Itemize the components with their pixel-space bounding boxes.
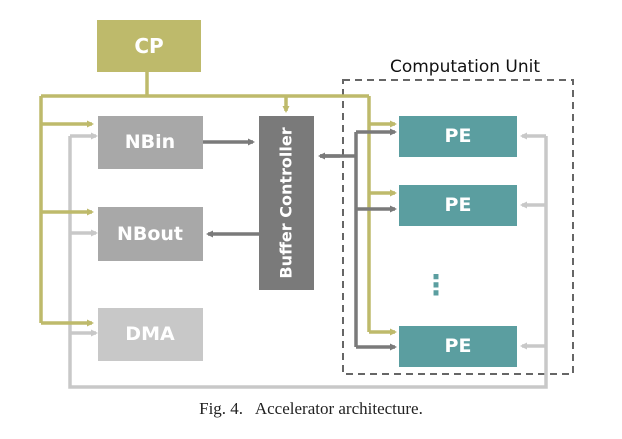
data-paths [203, 128, 397, 351]
pe-1-label: PE [445, 125, 472, 147]
pe-2-label: PE [445, 194, 472, 216]
buffer-controller-block [259, 116, 314, 290]
computation-unit-label: Computation Unit [390, 57, 540, 77]
buffer-controller-label: Buffer Controller [277, 127, 296, 278]
pe-block-1 [399, 116, 517, 157]
pe-block-2 [399, 185, 517, 226]
figure-caption: Fig. 4. Accelerator architecture. [199, 399, 423, 418]
pe-ellipsis: ⋮ [422, 269, 450, 302]
dma-paths [68, 132, 548, 389]
nbout-block [98, 207, 203, 261]
nbout-label: NBout [117, 223, 183, 245]
pe-n-label: PE [445, 335, 472, 357]
cp-label: CP [134, 34, 163, 58]
computation-unit-boundary [342, 79, 574, 375]
dma-label: DMA [125, 323, 175, 345]
cp-block [97, 20, 201, 72]
control-paths [39, 72, 397, 336]
nbin-label: NBin [125, 131, 175, 153]
dma-loop-line [68, 136, 548, 389]
pe-block-n [399, 326, 517, 367]
nbin-block [98, 116, 203, 169]
dma-block [98, 308, 203, 361]
